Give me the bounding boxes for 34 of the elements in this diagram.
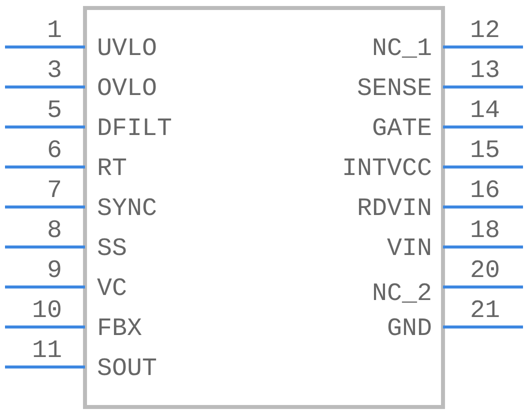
pin-number: 6 <box>46 137 62 165</box>
pin-number: 7 <box>46 177 62 205</box>
pin-number: 20 <box>470 257 500 285</box>
pin-number: 18 <box>470 217 500 245</box>
pin-number: 16 <box>470 177 500 205</box>
pin-number: 3 <box>46 57 62 85</box>
pin-name: VIN <box>386 235 432 263</box>
pin-number: 13 <box>470 57 500 85</box>
pin-name: GATE <box>372 115 432 143</box>
pin-number: 15 <box>470 137 500 165</box>
pin-name: NC_2 <box>372 280 432 308</box>
pin-name: SYNC <box>97 195 158 223</box>
pin-name: RT <box>97 155 128 183</box>
pin-name: DFILT <box>97 115 172 143</box>
pin-name: OVLO <box>97 75 158 103</box>
pin-name: UVLO <box>97 35 158 63</box>
pin-number: 11 <box>32 337 62 365</box>
pin-name: FBX <box>97 315 142 343</box>
pin-number: 10 <box>32 297 62 325</box>
pin-number: 8 <box>46 217 62 245</box>
pin-number: 21 <box>470 297 500 325</box>
pin-number: 14 <box>470 97 500 125</box>
pin-name: NC_1 <box>372 35 432 63</box>
pin-number: 12 <box>470 17 500 45</box>
pin-name: SENSE <box>356 75 432 103</box>
pin-number: 1 <box>46 17 62 45</box>
pin-name: VC <box>97 275 128 303</box>
pin-number: 9 <box>46 257 62 285</box>
pin-name: SS <box>97 235 128 263</box>
pin-number: 5 <box>46 97 62 125</box>
pin-name: SOUT <box>97 355 158 383</box>
pin-name: GND <box>386 315 432 343</box>
pin-name: RDVIN <box>356 195 432 223</box>
pin-name: INTVCC <box>342 155 432 183</box>
